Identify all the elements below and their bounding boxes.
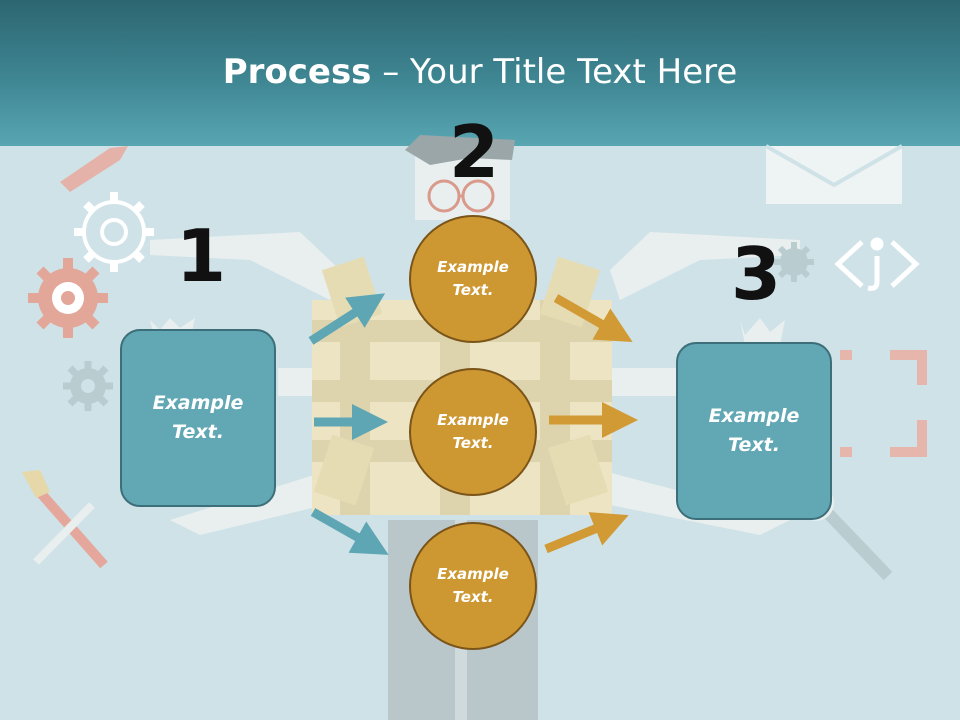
slide-title: Process – Your Title Text Here (0, 52, 960, 92)
glasses-icon (427, 179, 495, 213)
circle-middle-text: Example Text. (437, 411, 509, 452)
arrow-to-top-circle (308, 293, 386, 345)
step-number-1: 1 (176, 214, 227, 298)
step-2-circle-middle: Example Text. (409, 368, 537, 496)
step-1-box: Example Text. (120, 329, 276, 507)
title-rest: – Your Title Text Here (371, 52, 738, 92)
arrow-to-bottom-circle (310, 508, 389, 555)
gear-icon (774, 242, 814, 282)
title-bold: Process (222, 52, 372, 92)
step-3-text: Example Text. (708, 405, 800, 456)
gear-icon (74, 192, 154, 272)
step-1-text: Example Text. (152, 392, 244, 443)
circle-top-text: Example Text. (437, 258, 509, 299)
step-3-box: Example Text. (676, 342, 832, 520)
circle-bottom-text: Example Text. (437, 565, 509, 606)
gear-icon (63, 361, 113, 411)
arrow-from-top-circle (553, 294, 633, 342)
step-number-2: 2 (449, 110, 500, 194)
pencil-icon (60, 146, 128, 192)
email-icon (765, 144, 903, 204)
gear-icon (28, 258, 108, 338)
title-banner: Process – Your Title Text Here (0, 0, 960, 146)
step-2-circle-top: Example Text. (409, 215, 537, 343)
step-number-3: 3 (731, 232, 782, 316)
code-icon (834, 237, 920, 291)
step-2-circle-bottom: Example Text. (409, 522, 537, 650)
arrow-from-bottom-circle (544, 512, 629, 554)
shirt-sleeves (313, 256, 609, 506)
crop-icon (840, 350, 927, 457)
figure-hair (405, 135, 515, 165)
pen-icon (33, 502, 95, 565)
